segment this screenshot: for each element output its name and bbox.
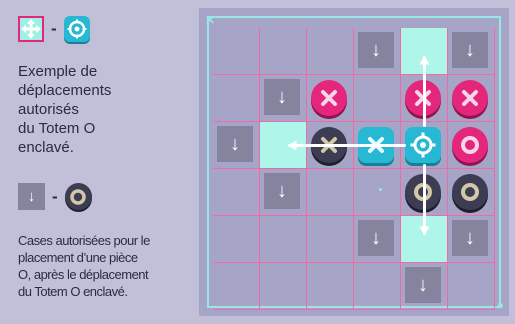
board-cell[interactable] xyxy=(307,28,354,75)
allowed-placement-arrow-icon: ↓ xyxy=(217,126,253,162)
board-cell[interactable] xyxy=(401,122,448,169)
o-dark-token[interactable] xyxy=(405,174,441,210)
placement-description-line: placement d’une pièce xyxy=(18,249,178,266)
rules-panel: - Exemple de déplacements autorisés du T… xyxy=(0,0,190,324)
board-cell[interactable]: ↓ xyxy=(448,28,495,75)
board-cell[interactable] xyxy=(260,28,307,75)
board-cell[interactable]: ↓ xyxy=(354,216,401,263)
x-pink-token[interactable] xyxy=(405,80,441,116)
corner-o-icon: ● xyxy=(497,299,504,311)
allowed-placement-arrow-icon: ↓ xyxy=(358,220,394,256)
o-token-icon xyxy=(65,183,92,210)
move-arrows-icon xyxy=(18,16,44,42)
board-cell[interactable] xyxy=(260,263,307,310)
board-cell[interactable]: ↓ xyxy=(260,169,307,216)
placement-description-line: O, après le déplacement xyxy=(18,266,178,283)
placement-description-line: Cases autorisées pour le xyxy=(18,232,178,249)
board-cell[interactable] xyxy=(354,169,401,216)
board-cell[interactable] xyxy=(448,169,495,216)
board-cell[interactable] xyxy=(401,169,448,216)
move-description-line: enclavé. xyxy=(18,138,168,157)
move-description: Exemple de déplacements autorisés du Tot… xyxy=(18,62,168,157)
board-cell[interactable]: ↓ xyxy=(213,122,260,169)
o-dark-token[interactable] xyxy=(452,174,488,210)
board-cell[interactable] xyxy=(401,75,448,122)
board-grid: ↓ ↓ ↓ ↓ ↓ ↓ ↓ ↓ xyxy=(213,28,495,310)
allowed-placement-arrow-icon: ↓ xyxy=(358,32,394,68)
board-cell[interactable]: ↓ xyxy=(401,263,448,310)
board-cell[interactable] xyxy=(213,169,260,216)
board-cell[interactable] xyxy=(213,28,260,75)
x-pink-token[interactable] xyxy=(452,80,488,116)
allowed-placement-arrow-icon: ↓ xyxy=(405,267,441,303)
board-cell[interactable] xyxy=(307,75,354,122)
board-cell[interactable] xyxy=(448,122,495,169)
game-board: ✕ ● ↓ ↓ ↓ ↓ ↓ ↓ ↓ ↓ xyxy=(199,8,509,316)
board-cell[interactable] xyxy=(354,75,401,122)
placement-description: Cases autorisées pour le placement d’une… xyxy=(18,232,178,300)
board-cell[interactable] xyxy=(307,216,354,263)
board-cell[interactable]: ↓ xyxy=(354,28,401,75)
allowed-placement-arrow-icon: ↓ xyxy=(452,220,488,256)
board-cell[interactable] xyxy=(354,122,401,169)
board-cell[interactable] xyxy=(213,216,260,263)
board-cell[interactable] xyxy=(307,169,354,216)
down-arrow-icon: ↓ xyxy=(18,183,45,210)
totem-o-icon xyxy=(64,16,90,42)
board-cell[interactable]: ↓ xyxy=(260,75,307,122)
board-cell[interactable] xyxy=(213,75,260,122)
move-description-line: du Totem O xyxy=(18,119,168,138)
move-description-line: Exemple de xyxy=(18,62,168,81)
board-cell[interactable] xyxy=(260,122,307,169)
totem-x-token[interactable] xyxy=(358,127,394,163)
placement-legend: ↓ - xyxy=(18,183,92,210)
board-cell[interactable] xyxy=(307,263,354,310)
move-description-line: autorisés xyxy=(18,100,168,119)
board-cell[interactable] xyxy=(354,263,401,310)
board-cell[interactable] xyxy=(307,122,354,169)
board-cell[interactable] xyxy=(213,263,260,310)
board-cell[interactable] xyxy=(401,216,448,263)
legend-dash: - xyxy=(51,19,57,39)
allowed-placement-arrow-icon: ↓ xyxy=(264,79,300,115)
move-description-line: déplacements xyxy=(18,81,168,100)
x-dark-token[interactable] xyxy=(311,127,347,163)
board-cell[interactable] xyxy=(401,28,448,75)
x-pink-token[interactable] xyxy=(311,80,347,116)
board-cell[interactable] xyxy=(260,216,307,263)
allowed-placement-arrow-icon: ↓ xyxy=(264,173,300,209)
board-cell[interactable]: ↓ xyxy=(448,216,495,263)
board-dot xyxy=(379,188,382,191)
board-cell[interactable] xyxy=(448,263,495,310)
board-cell[interactable] xyxy=(448,75,495,122)
move-legend: - xyxy=(18,16,90,42)
corner-x-icon: ✕ xyxy=(205,14,215,26)
placement-description-line: du Totem O enclavé. xyxy=(18,283,178,300)
legend-dash: - xyxy=(52,187,58,207)
allowed-placement-arrow-icon: ↓ xyxy=(452,32,488,68)
o-pink-token[interactable] xyxy=(452,127,488,163)
totem-o-token[interactable] xyxy=(405,127,441,163)
